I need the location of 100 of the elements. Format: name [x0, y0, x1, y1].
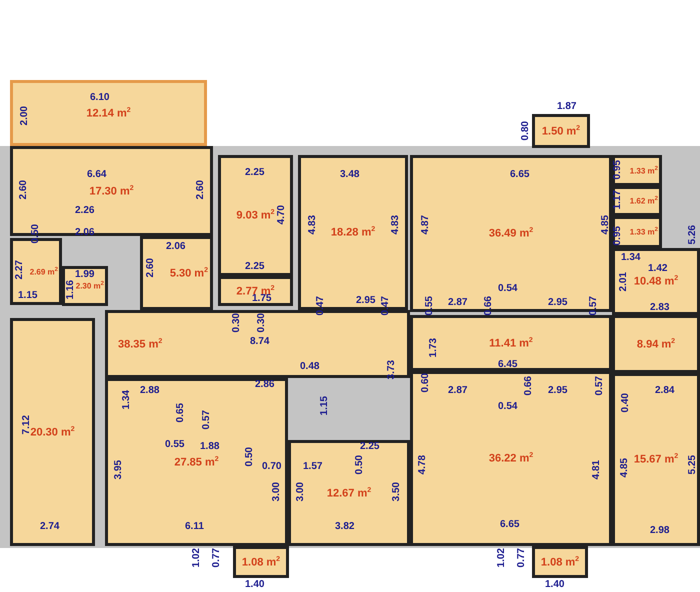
dimension-label: 1.15: [18, 291, 38, 301]
dimension-label: 3.73: [387, 360, 397, 380]
dimension-label: 3.48: [340, 170, 360, 180]
room-area: 36.49 m$^{2}$: [488, 227, 534, 240]
room-area: 12.14 m$^{2}$: [86, 106, 131, 120]
dimension-label: 0.66: [484, 296, 494, 316]
room-area: 1.33 m$^{2}$: [630, 166, 658, 176]
dimension-label: 1.17: [613, 190, 623, 210]
dimension-label: 2.84: [655, 386, 674, 396]
dimension-label: 1.02: [192, 548, 202, 568]
dimension-label: 2.25: [245, 168, 264, 178]
dimension-label: 1.15: [320, 396, 330, 416]
room-area: 1.50 m$^{2}$: [542, 124, 580, 138]
dimension-label: 2.00: [20, 106, 30, 126]
room: [218, 276, 293, 306]
dimension-label: 2.60: [196, 180, 206, 200]
dimension-label: 1.88: [200, 442, 220, 452]
room: [532, 546, 588, 578]
dimension-label: 6.45: [498, 360, 518, 370]
room-area: 15.67 m$^{2}$: [634, 453, 678, 466]
dimension-label: 0.50: [245, 447, 255, 466]
room: [10, 80, 207, 146]
dimension-label: 6.11: [185, 522, 204, 532]
dimension-label: 0.30: [257, 313, 267, 332]
dimension-label: 2.98: [650, 526, 670, 536]
dimension-label: 0.66: [524, 376, 534, 396]
dimension-label: 1.34: [621, 253, 640, 263]
dimension-label: 0.30: [232, 313, 242, 332]
dimension-label: 0.70: [262, 462, 282, 472]
room-area: 1.62 m$^{2}$: [630, 196, 658, 206]
dimension-label: 2.27: [15, 260, 25, 280]
dimension-label: 3.00: [296, 482, 306, 502]
dimension-label: 1.40: [545, 580, 564, 590]
dimension-label: 1.42: [648, 264, 668, 274]
dimension-label: 1.57: [303, 462, 322, 472]
dimension-label: 2.95: [548, 298, 568, 308]
dimension-label: 5.25: [688, 455, 698, 474]
room: [612, 155, 662, 186]
dimension-label: 2.95: [356, 296, 376, 306]
room: [140, 236, 213, 310]
room: [233, 546, 289, 578]
room-area: 8.94 m$^{2}$: [636, 338, 676, 350]
dimension-label: 3.00: [272, 482, 282, 502]
dimension-label: 0.60: [421, 373, 431, 392]
room: [532, 114, 590, 148]
room-area: 9.03 m$^{2}$: [236, 209, 275, 222]
room-area: 1.08 m$^{2}$: [242, 556, 280, 568]
room-area: 10.48 m$^{2}$: [634, 275, 678, 288]
dimension-label: 2.25: [360, 442, 380, 452]
dimension-label: 1.99: [75, 270, 94, 280]
room-area: 38.35 m$^{2}$: [118, 338, 162, 350]
room-area: 18.28 m$^{2}$: [330, 226, 376, 239]
dimension-label: 0.77: [212, 548, 222, 568]
dimension-label: 4.85: [601, 215, 611, 234]
dimension-label: 3.95: [114, 460, 124, 480]
dimension-label: 4.87: [421, 215, 431, 234]
room: [612, 186, 662, 216]
dimension-label: 0.57: [595, 376, 605, 396]
dimension-label: 4.78: [418, 455, 428, 474]
room: [62, 266, 108, 306]
dimension-label: 4.83: [391, 215, 401, 234]
dimension-label: 0.50: [31, 224, 41, 244]
dimension-label: 0.57: [202, 410, 212, 430]
room-area: 17.30 m$^{2}$: [89, 184, 134, 198]
dimension-label: 2.83: [650, 303, 670, 313]
dimension-label: 0.95: [613, 226, 623, 246]
dimension-label: 0.65: [176, 403, 186, 422]
room-area: 2.30 m$^{2}$: [76, 281, 104, 291]
room: [612, 373, 700, 546]
room-area: 20.30 m$^{2}$: [30, 426, 75, 438]
dimension-label: 0.47: [381, 296, 391, 316]
dimension-label: 8.74: [250, 337, 270, 347]
dimension-label: 2.60: [146, 258, 156, 278]
dimension-label: 6.65: [510, 170, 530, 180]
room-area: 2.69 m$^{2}$: [30, 266, 58, 276]
room: [288, 440, 410, 546]
room: [10, 318, 95, 546]
dimension-label: 5.26: [688, 225, 698, 244]
dimension-label: 1.34: [122, 390, 132, 410]
dimension-label: 4.81: [592, 460, 602, 480]
room: [612, 315, 700, 373]
room: [612, 248, 700, 315]
dimension-label: 6.10: [90, 93, 110, 103]
dimension-label: 0.40: [621, 393, 631, 412]
room: [612, 216, 662, 248]
room: [410, 315, 612, 371]
room-area: 11.41 m$^{2}$: [489, 336, 533, 350]
dimension-label: 0.54: [498, 284, 518, 294]
room-area: 1.33 m$^{2}$: [630, 227, 658, 237]
dimension-label: 0.57: [589, 296, 599, 316]
dimension-label: 0.95: [613, 160, 623, 180]
room-area: 5.30 m$^{2}$: [170, 266, 208, 280]
room: [410, 371, 612, 546]
dimension-label: 2.01: [619, 272, 629, 292]
dimension-label: 2.88: [140, 386, 160, 396]
dimension-label: 0.47: [316, 296, 326, 316]
dimension-label: 2.87: [448, 298, 468, 308]
dimension-label: 2.86: [255, 380, 274, 390]
dimension-label: 1.87: [557, 102, 576, 112]
dimension-label: 2.26: [75, 206, 94, 216]
